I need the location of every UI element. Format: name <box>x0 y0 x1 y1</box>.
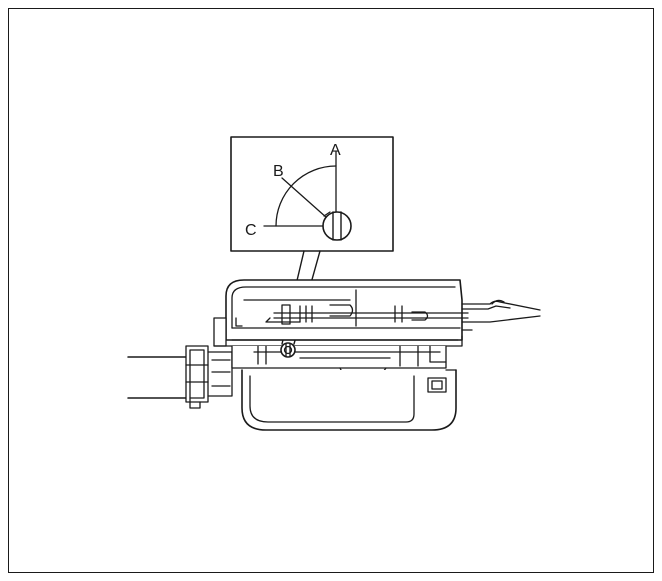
label-c: C <box>245 222 257 239</box>
device-body <box>127 279 541 431</box>
device-screw <box>280 342 296 358</box>
inset-box <box>230 136 394 252</box>
label-a: A <box>330 142 341 159</box>
detail-inset <box>230 136 394 252</box>
bottom-tray <box>241 369 457 431</box>
rotation-arc <box>275 165 337 227</box>
top-cover <box>225 279 463 341</box>
label-b: B <box>273 163 284 180</box>
adjust-knob <box>322 211 352 241</box>
